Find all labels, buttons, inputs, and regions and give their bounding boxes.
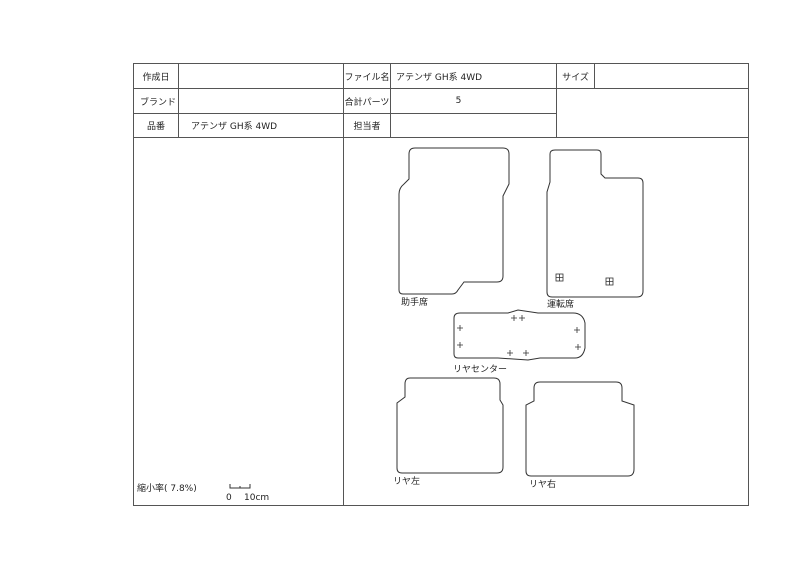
ruler-ten: 10cm [244, 493, 270, 503]
rear-right-mat [525, 381, 635, 477]
part-label-rear-center: リヤセンター [453, 365, 508, 375]
drawing-panel [343, 137, 749, 506]
ruler-zero: 0 [226, 493, 232, 503]
part-label-passenger: 助手席 [401, 298, 429, 308]
scale-label: 縮小率( 7.8%) [137, 484, 197, 494]
grommet-marks [457, 273, 614, 356]
part-label-rear-right: リヤ右 [529, 480, 557, 490]
passenger-mat [398, 147, 510, 295]
rear-left-mat [396, 377, 504, 474]
part-label-driver: 運転席 [547, 300, 575, 310]
size-value [594, 63, 749, 89]
driver-mat [546, 149, 644, 298]
part-label-rear-left: リヤ左 [393, 477, 421, 487]
scale-ruler [229, 484, 251, 489]
rear-center-mat [453, 309, 586, 361]
